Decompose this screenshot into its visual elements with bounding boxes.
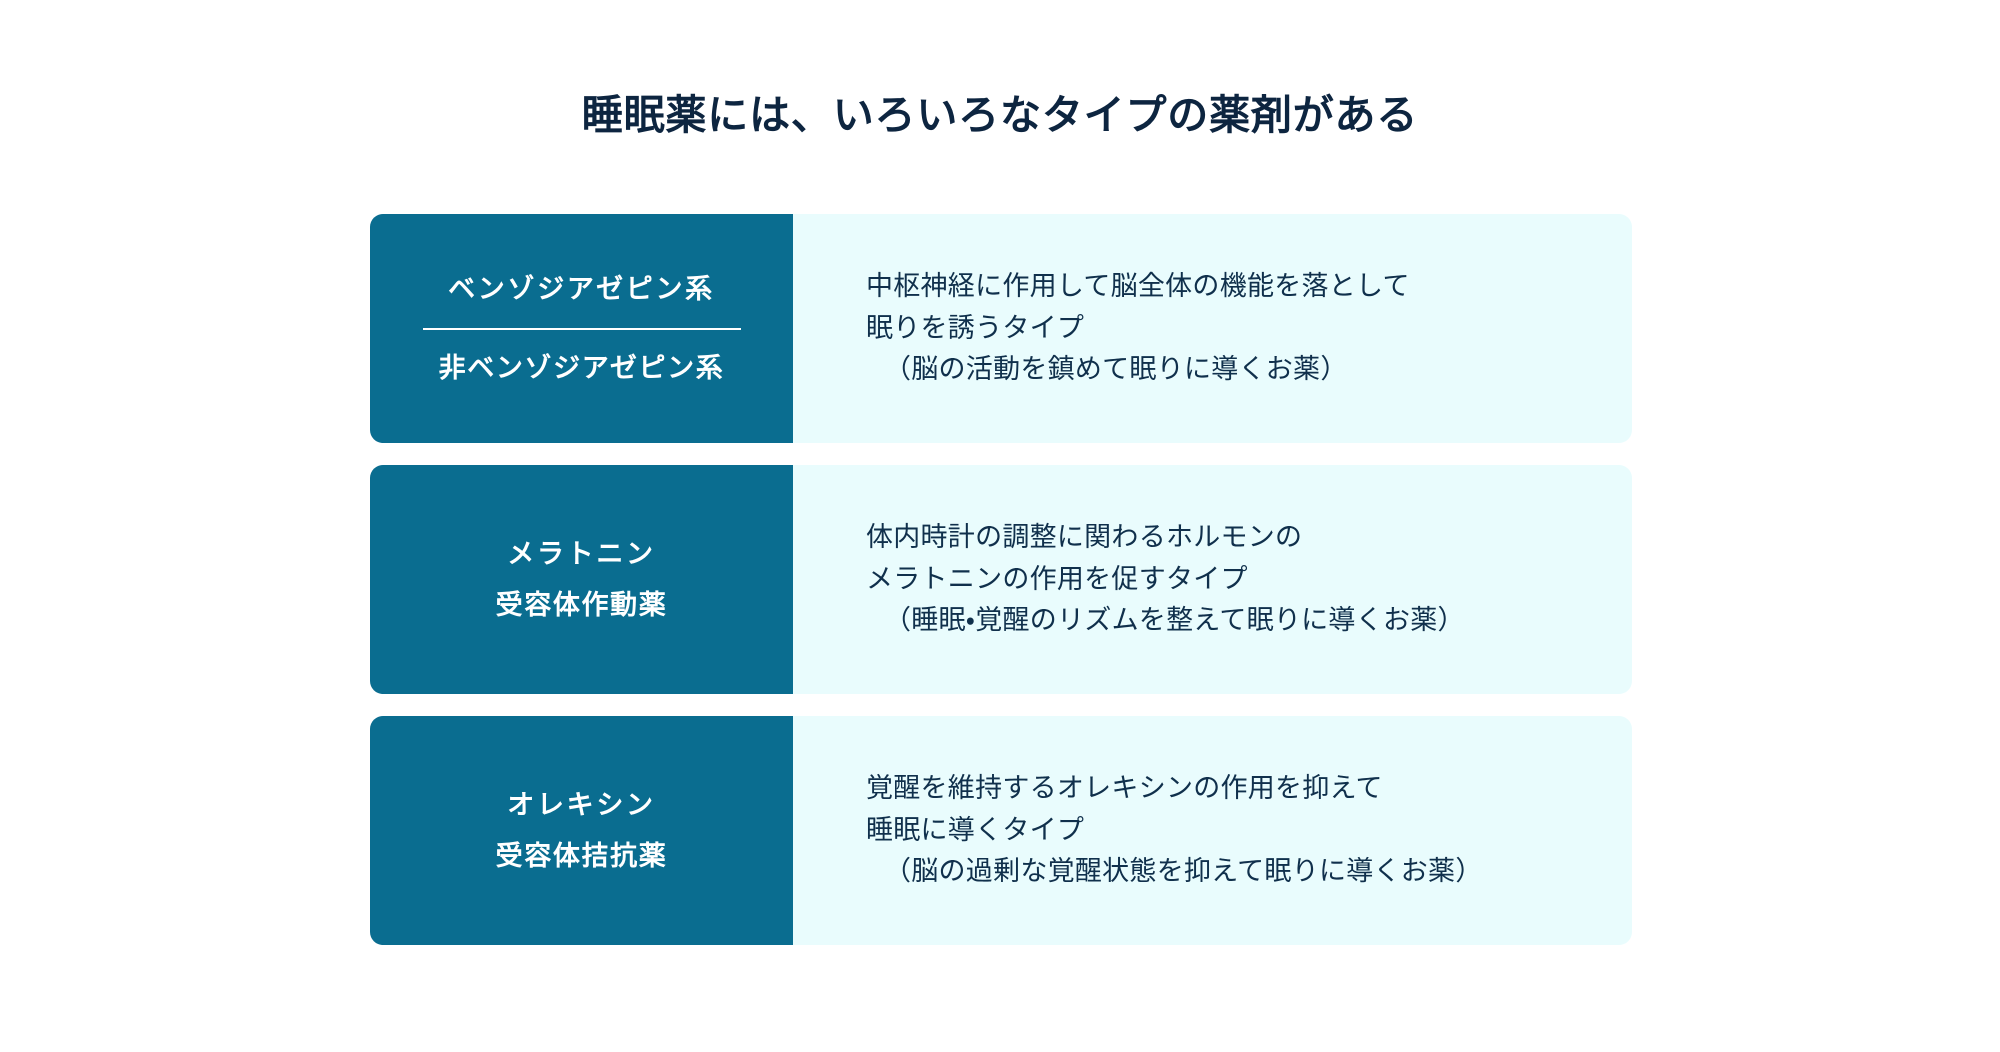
description-line: 中枢神経に作用して脳全体の機能を落として (866, 270, 1410, 301)
card-description-panel: 体内時計の調整に関わるホルモンの メラトニンの作用を促すタイプ （睡眠・覚醒のリ… (793, 465, 1632, 694)
card-label-panel: オレキシン 受容体拮抗薬 (370, 716, 793, 945)
card-description-panel: 覚醒を維持するオレキシンの作用を抑えて 睡眠に導くタイプ （脳の過剰な覚醒状態を… (793, 716, 1632, 945)
card-label-secondary: 受容体作動薬 (495, 589, 668, 620)
description-line: 覚醒を維持するオレキシンの作用を抑えて (866, 772, 1383, 803)
card-label-secondary: 非ベンゾジアゼピン系 (438, 352, 725, 383)
card-label-panel: メラトニン 受容体作動薬 (370, 465, 793, 694)
card-benzodiazepine: ベンゾジアゼピン系 非ベンゾジアゼピン系 中枢神経に作用して脳全体の機能を落とし… (370, 214, 1632, 443)
card-label-secondary: 受容体拮抗薬 (495, 840, 668, 871)
card-orexin: オレキシン 受容体拮抗薬 覚醒を維持するオレキシンの作用を抑えて 睡眠に導くタイ… (370, 716, 1632, 945)
description-line-note: （睡眠・覚醒のリズムを整えて眠りに導くお薬） (884, 605, 1465, 636)
label-divider (422, 327, 741, 330)
card-label-primary: メラトニン (507, 539, 656, 569)
description-line-note: （脳の過剰な覚醒状態を抑えて眠りに導くお薬） (884, 856, 1483, 887)
card-label-panel: ベンゾジアゼピン系 非ベンゾジアゼピン系 (370, 214, 793, 443)
card-label-primary: ベンゾジアゼピン系 (448, 274, 715, 304)
page-title: 睡眠薬には、いろいろなタイプの薬剤がある (581, 92, 1419, 138)
description-line: メラトニンの作用を促すタイプ (866, 563, 1248, 594)
card-label-primary: オレキシン (507, 790, 656, 820)
card-description-panel: 中枢神経に作用して脳全体の機能を落として 眠りを誘うタイプ （脳の活動を鎮めて眠… (793, 214, 1632, 443)
description-line: 睡眠に導くタイプ (866, 814, 1085, 845)
description-line: 眠りを誘うタイプ (866, 312, 1085, 343)
description-line: 体内時計の調整に関わるホルモンの (866, 521, 1303, 552)
card-list: ベンゾジアゼピン系 非ベンゾジアゼピン系 中枢神経に作用して脳全体の機能を落とし… (370, 214, 1632, 945)
description-line-note: （脳の活動を鎮めて眠りに導くお薬） (884, 354, 1348, 385)
card-melatonin: メラトニン 受容体作動薬 体内時計の調整に関わるホルモンの メラトニンの作用を促… (370, 465, 1632, 694)
